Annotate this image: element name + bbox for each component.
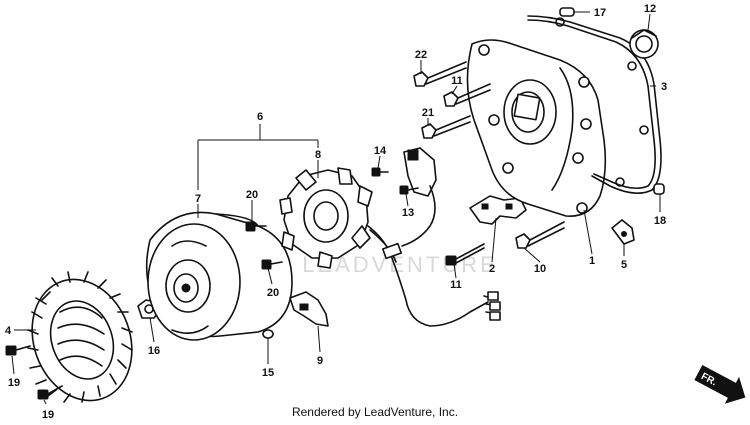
washer-15-part[interactable]: [262, 329, 274, 339]
bolt-19b-part[interactable]: [37, 385, 63, 400]
callout-12[interactable]: 12: [644, 3, 656, 15]
cooling-fan-part[interactable]: [16, 265, 149, 414]
callout-21[interactable]: 21: [422, 107, 434, 119]
callout-4[interactable]: 4: [5, 325, 12, 337]
callout-10[interactable]: 10: [534, 263, 546, 275]
callout-2[interactable]: 2: [489, 263, 495, 275]
flywheel-part[interactable]: [145, 211, 293, 341]
callout-11-lower[interactable]: 11: [450, 279, 462, 291]
pulser-bracket-part[interactable]: [289, 291, 329, 327]
front-direction-indicator: FR.: [694, 364, 746, 404]
bolt-20b-part[interactable]: [261, 259, 283, 270]
oil-seal-part[interactable]: [626, 26, 662, 62]
stator-part[interactable]: [279, 167, 373, 269]
bolt-19a-part[interactable]: [5, 345, 31, 356]
callout-19-upper[interactable]: 19: [8, 377, 20, 389]
bolt-21-part[interactable]: [421, 115, 471, 139]
callout-7[interactable]: 7: [195, 193, 201, 205]
callout-13[interactable]: 13: [402, 207, 414, 219]
bolt-11b-part[interactable]: [445, 243, 485, 266]
pulse-coil-part[interactable]: [401, 147, 437, 247]
wire-harness-part[interactable]: [367, 225, 501, 327]
callout-15[interactable]: 15: [262, 367, 274, 379]
bolt-14-part[interactable]: [371, 167, 389, 177]
callout-6[interactable]: 6: [257, 111, 263, 123]
callout-18[interactable]: 18: [654, 215, 666, 227]
callout-9[interactable]: 9: [317, 355, 323, 367]
callout-8[interactable]: 8: [315, 149, 321, 161]
callout-19-lower[interactable]: 19: [42, 409, 54, 421]
callout-20-lower[interactable]: 20: [267, 287, 279, 299]
callout-1[interactable]: 1: [589, 255, 595, 267]
callout-3[interactable]: 3: [661, 81, 667, 93]
dowel-pin-17-part[interactable]: [559, 7, 575, 17]
callout-20-upper[interactable]: 20: [246, 189, 258, 201]
bolt-11a-part[interactable]: [443, 83, 491, 107]
callout-5[interactable]: 5: [621, 259, 627, 271]
callout-17[interactable]: 17: [594, 7, 606, 19]
bolt-20a-part[interactable]: [245, 221, 267, 232]
callout-22[interactable]: 22: [415, 49, 427, 61]
callout-labels: 6 7 8 22 11 21 14 13 20 20 16 15 9 11 2 …: [5, 3, 667, 421]
bolt-10-part[interactable]: [515, 221, 565, 249]
bolt-13-part[interactable]: [399, 185, 419, 195]
callout-11-upper[interactable]: 11: [451, 75, 463, 87]
callout-14[interactable]: 14: [374, 145, 387, 157]
crankcase-cover-part[interactable]: [466, 39, 607, 217]
callout-16[interactable]: 16: [148, 345, 160, 357]
wire-bracket-part[interactable]: [469, 195, 527, 225]
footer-credit: Rendered by LeadVenture, Inc.: [291, 405, 459, 419]
cover-gasket-part[interactable]: [527, 15, 662, 194]
clip-5-part[interactable]: [611, 219, 635, 245]
dowel-pin-18-part[interactable]: [653, 183, 665, 195]
leader-lines: [11, 11, 661, 405]
